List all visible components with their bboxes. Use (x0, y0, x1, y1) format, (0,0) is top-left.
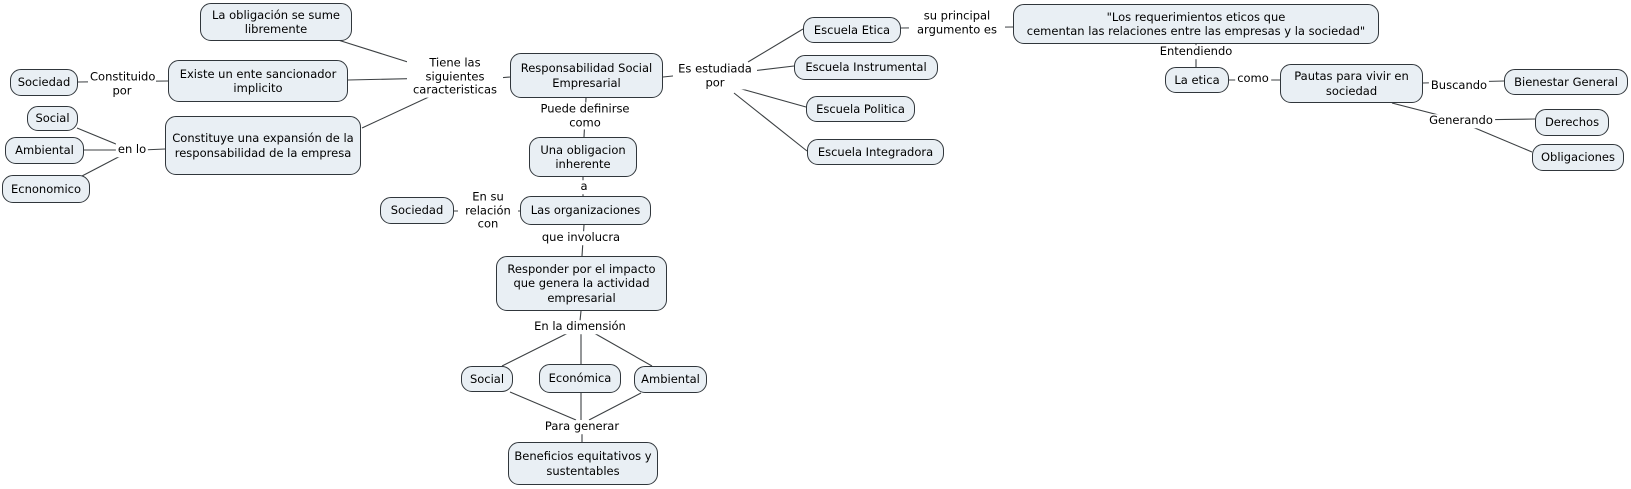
link-label-para-generar[interactable]: Para generar (542, 419, 622, 434)
concept-social-izquierda[interactable]: Social (27, 106, 78, 131)
link-label-a[interactable]: a (578, 179, 590, 194)
link-label-entendiendo[interactable]: Entendiendo (1157, 44, 1235, 59)
concept-beneficios-equitativos[interactable]: Beneficios equitativos y sustentables (508, 442, 658, 485)
concept-las-organizaciones[interactable]: Las organizaciones (520, 196, 651, 225)
concept-obligaciones[interactable]: Obligaciones (1532, 144, 1624, 171)
concept-la-etica[interactable]: La etica (1165, 67, 1229, 93)
concept-bienestar-general[interactable]: Bienestar General (1504, 69, 1628, 95)
link-label-puede-definirse[interactable]: Puede definirse como (535, 102, 635, 130)
concept-responder-impacto[interactable]: Responder por el impacto que genera la a… (496, 256, 667, 311)
connector-line (751, 65, 795, 72)
link-label-es-estudiada[interactable]: Es estudiada por (673, 62, 757, 90)
link-label-en-la-dimension[interactable]: En la dimensión (532, 319, 628, 334)
concept-economica-dimension[interactable]: Económica (539, 364, 621, 393)
connector-line (501, 332, 569, 367)
concept-existe-ente-sancionador[interactable]: Existe un ente sancionador implicito (168, 60, 348, 102)
concept-responsabilidad-social-empresarial[interactable]: Responsabilidad Social Empresarial (510, 53, 663, 98)
concept-escuela-etica[interactable]: Escuela Etica (803, 17, 901, 43)
concept-ecnonomico[interactable]: Ecnonomico (2, 175, 90, 203)
link-label-su-principal-argumento[interactable]: su principal argumento es (909, 9, 1005, 37)
connector-line (747, 28, 804, 63)
link-label-buscando[interactable]: Buscando (1428, 78, 1490, 93)
concept-escuela-politica[interactable]: Escuela Politica (806, 96, 915, 122)
link-label-que-involucra[interactable]: que involucra (539, 230, 623, 245)
link-label-tiene-caracteristicas[interactable]: Tiene las siguientes caracteristicas (407, 56, 503, 98)
link-label-en-su-relacion[interactable]: En su relación con (458, 190, 518, 232)
concept-cita-requerimientos-eticos[interactable]: "Los requerimientos eticos que cementan … (1013, 4, 1379, 44)
connector-line (509, 391, 577, 421)
connector-line (1462, 122, 1533, 153)
concept-ambiental-dimension[interactable]: Ambiental (634, 366, 707, 393)
concept-sociedad-izquierda[interactable]: Sociedad (10, 69, 78, 96)
concept-la-obligacion-se-sume[interactable]: La obligación se sume libremente (200, 3, 352, 41)
link-label-constituido-por[interactable]: Constituido por (88, 69, 156, 98)
connector-line (733, 92, 808, 152)
concept-ambiental-izquierda[interactable]: Ambiental (5, 137, 84, 164)
link-label-generando[interactable]: Generando (1427, 113, 1495, 128)
concept-escuela-integradora[interactable]: Escuela Integradora (807, 139, 944, 165)
concept-constituye-expansion[interactable]: Constituye una expansión de la responsab… (165, 116, 361, 175)
connector-line (737, 87, 807, 108)
concept-pautas-para-vivir[interactable]: Pautas para vivir en sociedad (1280, 64, 1423, 103)
concept-social-dimension[interactable]: Social (461, 366, 513, 392)
concept-una-obligacion-inherente[interactable]: Una obligacion inherente (529, 137, 637, 177)
concept-escuela-instrumental[interactable]: Escuela Instrumental (794, 55, 938, 80)
concept-derechos[interactable]: Derechos (1535, 109, 1609, 136)
link-label-en-lo[interactable]: en lo (115, 142, 149, 157)
link-label-como[interactable]: como (1235, 71, 1271, 86)
connector-line (361, 94, 434, 129)
concept-sociedad-centro[interactable]: Sociedad (380, 197, 454, 224)
connector-line (593, 332, 653, 367)
connector-line (588, 392, 642, 421)
connector-line (579, 310, 582, 322)
